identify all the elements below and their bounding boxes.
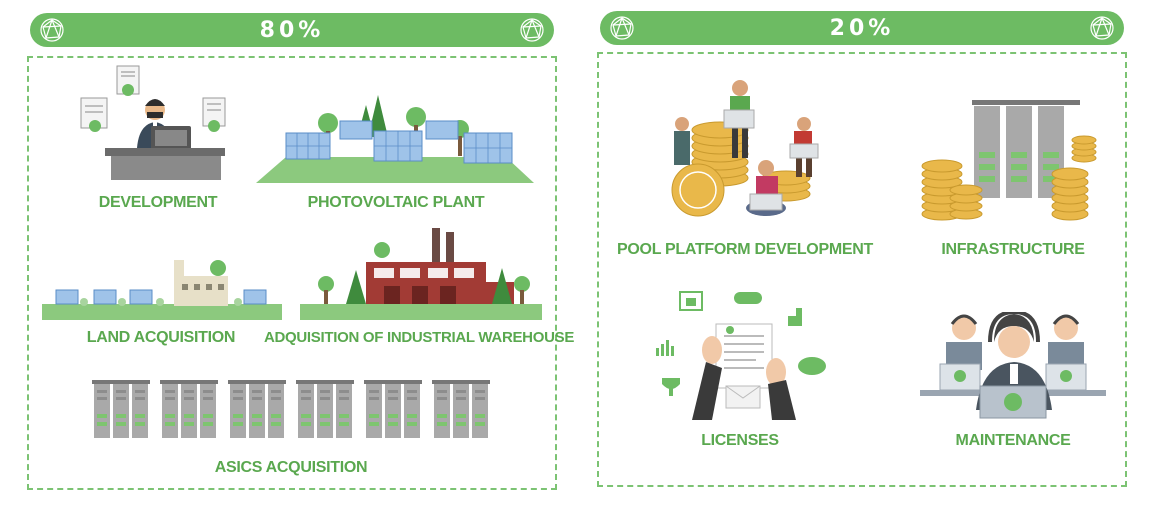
- right-percent: 20%: [829, 15, 895, 41]
- asic-server-racks-icon: [92, 380, 490, 438]
- item-label-licenses: LICENSES: [701, 432, 779, 449]
- item-label-pool-platform-development: POOL PLATFORM DEVELOPMENT: [617, 241, 873, 258]
- item-label-industrial-warehouse: ADQUISITION OF INDUSTRIAL WAREHOUSE: [263, 329, 575, 346]
- crypto-network-logo-icon: [520, 18, 544, 42]
- right-allocation-panel: [597, 52, 1127, 487]
- left-allocation-panel: [27, 56, 557, 490]
- servers-with-coins-icon: [921, 100, 1097, 221]
- right-percent-banner: 20%: [600, 11, 1124, 45]
- item-label-land-acquisition: LAND ACQUISITION: [86, 329, 236, 346]
- item-label-development: DEVELOPMENT: [98, 194, 218, 211]
- item-label-asics-acquisition: ASICS ACQUISITION: [214, 459, 368, 476]
- item-label-photovoltaic-plant: PHOTOVOLTAIC PLANT: [307, 194, 485, 211]
- item-label-maintenance: MAINTENANCE: [955, 432, 1071, 449]
- industrial-warehouse-icon: [300, 228, 542, 320]
- solar-panel-field-icon: [256, 95, 534, 183]
- support-agents-icon: [920, 312, 1106, 419]
- crypto-network-logo-icon: [40, 18, 64, 42]
- crypto-network-logo-icon: [610, 16, 634, 40]
- team-with-coins-icon: [671, 80, 819, 217]
- land-with-building-icon: [42, 260, 282, 320]
- left-percent: 80%: [259, 17, 325, 43]
- item-label-infrastructure: INFRASTRUCTURE: [941, 241, 1085, 258]
- developer-at-desk-icon: [80, 65, 226, 180]
- crypto-network-logo-icon: [1090, 16, 1114, 40]
- document-signing-icon: [656, 291, 826, 420]
- left-percent-banner: 80%: [30, 13, 554, 47]
